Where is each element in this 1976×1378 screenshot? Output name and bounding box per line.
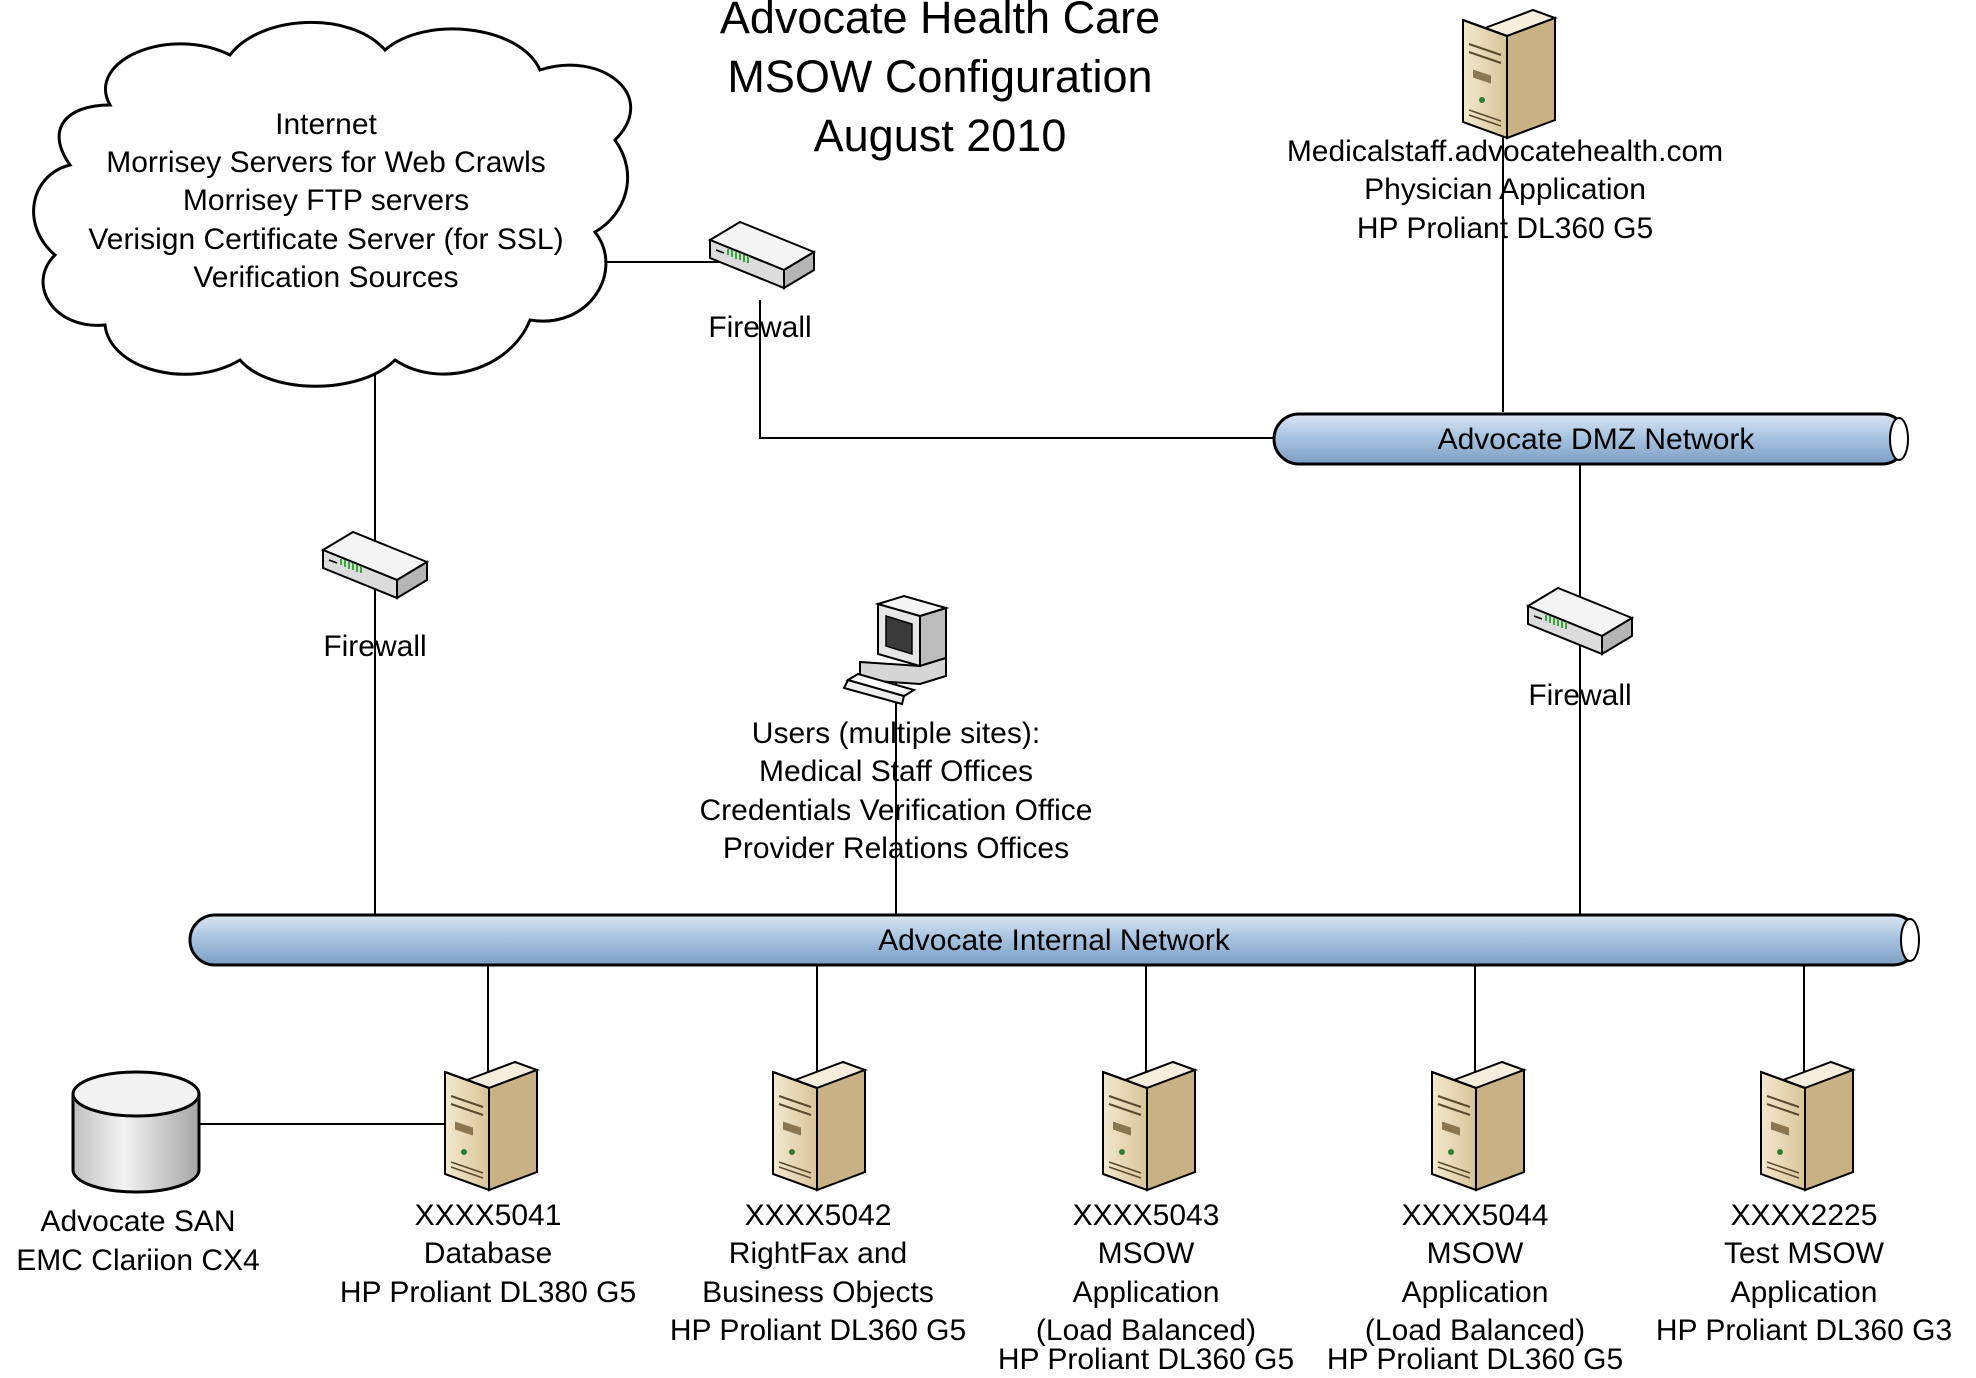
- server-3-line-2: MSOW: [1098, 1237, 1195, 1270]
- internet-label: Internet: [275, 108, 377, 141]
- dmz-server-line-1: Medicalstaff.advocatehealth.com: [1287, 135, 1723, 168]
- server-4-line-2: MSOW: [1427, 1237, 1524, 1270]
- internal-network-label: Advocate Internal Network: [878, 924, 1231, 957]
- cloud-shape: [32, 21, 633, 388]
- san-line-1: Advocate SAN: [40, 1205, 235, 1238]
- server-3-line-1: XXXX5043: [1073, 1199, 1220, 1232]
- internet-line-3: Morrisey FTP servers: [183, 184, 469, 217]
- firewall-left: Firewall: [322, 531, 428, 663]
- title-line-1: Advocate Health Care: [720, 0, 1160, 43]
- server-4-line-5: HP Proliant DL360 G5: [1327, 1343, 1623, 1376]
- dmz-server: Medicalstaff.advocatehealth.com Physicia…: [1287, 9, 1723, 245]
- advocate-san: Advocate SAN EMC Clariion CX4: [16, 1070, 260, 1277]
- san-line-2: EMC Clariion CX4: [16, 1244, 259, 1277]
- server-icon: [1760, 1061, 1854, 1191]
- server-3-line-4: (Load Balanced): [1036, 1314, 1256, 1347]
- server-3-line-3: Application: [1073, 1276, 1220, 1309]
- server-2-line-3: Business Objects: [702, 1276, 934, 1309]
- users-line-3: Credentials Verification Office: [700, 794, 1093, 827]
- dmz-network-bus: Advocate DMZ Network: [1272, 412, 1909, 466]
- firewall-right: Firewall: [1527, 587, 1633, 712]
- server-icon: [1462, 9, 1556, 139]
- internet-cloud: Internet Morrisey Servers for Web Crawls…: [32, 21, 633, 388]
- firewall-icon: [709, 221, 815, 289]
- server-1-line-1: XXXX5041: [415, 1199, 562, 1232]
- server-icon: [444, 1061, 538, 1191]
- connector-lines: [200, 120, 1805, 1125]
- firewall-icon: [1527, 587, 1633, 655]
- server-1: XXXX5041 Database HP Proliant DL380 G5: [340, 1061, 636, 1309]
- top-firewall-to-dmz-line: [759, 300, 1274, 439]
- title-line-2: MSOW Configuration: [727, 51, 1152, 102]
- server-4-line-4: (Load Balanced): [1365, 1314, 1585, 1347]
- server-4: XXXX5044 MSOW Application (Load Balanced…: [1327, 1061, 1623, 1376]
- server-5-line-1: XXXX2225: [1731, 1199, 1878, 1232]
- storage-icon: [71, 1070, 201, 1194]
- server-3-line-5: HP Proliant DL360 G5: [998, 1343, 1294, 1376]
- server-5-line-3: Application: [1731, 1276, 1878, 1309]
- firewall-top: Firewall: [708, 221, 815, 344]
- users-line-4: Provider Relations Offices: [723, 832, 1069, 865]
- server-icon: [772, 1061, 866, 1191]
- server-2-line-1: XXXX5042: [745, 1199, 892, 1232]
- internet-line-5: Verification Sources: [193, 261, 458, 294]
- dmz-network-label: Advocate DMZ Network: [1438, 423, 1756, 456]
- server-5-line-2: Test MSOW: [1724, 1237, 1885, 1270]
- server-icon: [1431, 1061, 1525, 1191]
- server-icon: [1102, 1061, 1196, 1191]
- server-1-line-3: HP Proliant DL380 G5: [340, 1276, 636, 1309]
- server-2-line-2: RightFax and: [729, 1237, 907, 1270]
- firewall-top-label: Firewall: [708, 311, 811, 344]
- title-line-3: August 2010: [814, 110, 1067, 161]
- server-2: XXXX5042 RightFax and Business Objects H…: [670, 1061, 966, 1347]
- server-2-line-4: HP Proliant DL360 G5: [670, 1314, 966, 1347]
- workstation-icon: [842, 594, 950, 706]
- dmz-server-line-2: Physician Application: [1364, 173, 1646, 206]
- server-5: XXXX2225 Test MSOW Application HP Prolia…: [1656, 1061, 1952, 1347]
- users-workstation: Users (multiple sites): Medical Staff Of…: [700, 594, 1093, 865]
- server-1-line-2: Database: [424, 1237, 552, 1270]
- server-3: XXXX5043 MSOW Application (Load Balanced…: [998, 1061, 1294, 1376]
- firewall-icon: [322, 531, 428, 599]
- server-4-line-3: Application: [1402, 1276, 1549, 1309]
- firewall-right-label: Firewall: [1528, 679, 1631, 712]
- server-4-line-1: XXXX5044: [1402, 1199, 1549, 1232]
- diagram-title: Advocate Health Care MSOW Configuration …: [720, 0, 1160, 161]
- firewall-left-label: Firewall: [323, 630, 426, 663]
- dmz-server-line-3: HP Proliant DL360 G5: [1357, 212, 1653, 245]
- internet-line-4: Verisign Certificate Server (for SSL): [88, 223, 563, 256]
- internal-network-bus: Advocate Internal Network: [188, 913, 1920, 967]
- internet-line-2: Morrisey Servers for Web Crawls: [106, 146, 546, 179]
- users-line-2: Medical Staff Offices: [759, 755, 1033, 788]
- server-5-line-4: HP Proliant DL360 G3: [1656, 1314, 1952, 1347]
- users-line-1: Users (multiple sites):: [752, 717, 1040, 750]
